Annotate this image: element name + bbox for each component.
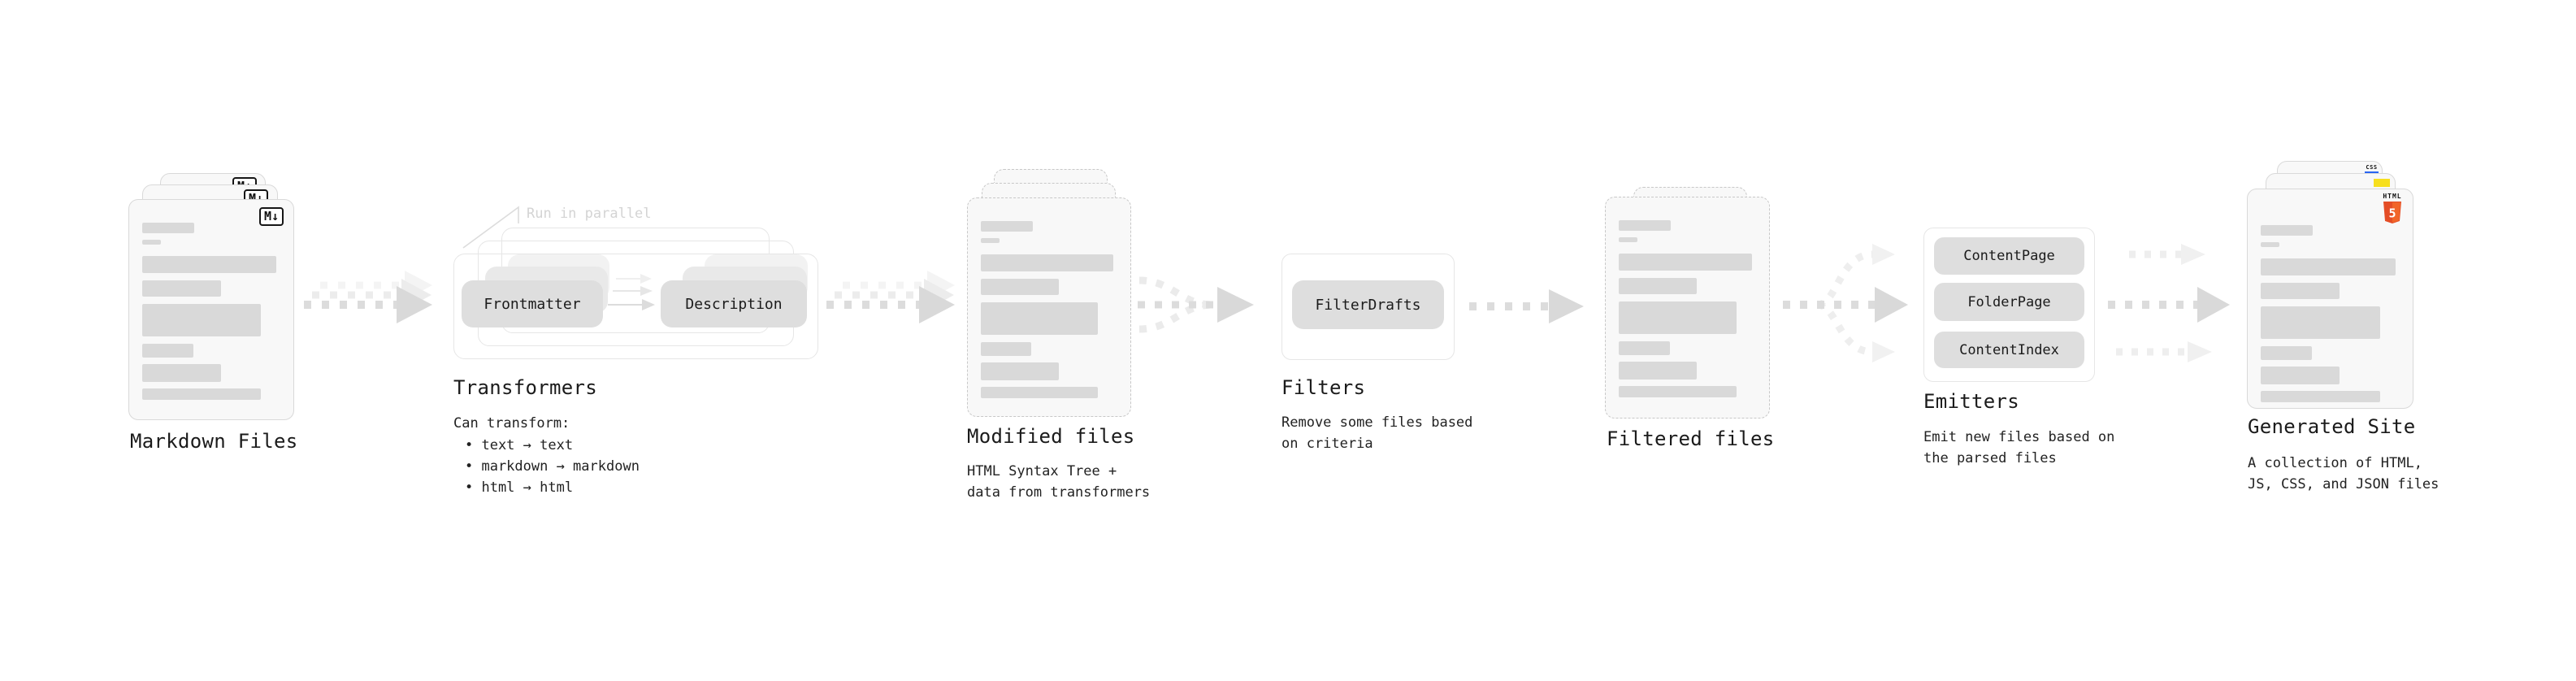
filters-box (1281, 254, 1455, 360)
stage-emitters: ContentPage FolderPage ContentIndex (1923, 228, 2095, 382)
stage-transformers: Run in parallel Frontmatter Description (453, 189, 827, 363)
text-placeholder-bar (2261, 391, 2381, 402)
text-placeholder-bar (981, 387, 1099, 398)
filterdrafts-pill: FilterDrafts (1292, 280, 1444, 329)
markdown-files-label: Markdown Files (130, 430, 298, 453)
run-in-parallel-note: Run in parallel (527, 206, 652, 222)
transformers-label: Transformers (453, 376, 597, 399)
flow-arrow-icon (1469, 289, 1584, 323)
bullet-item: • text → text (465, 437, 574, 453)
modified-files-label: Modified files (967, 425, 1135, 448)
file-content-placeholder (981, 221, 1117, 398)
text-placeholder-bar (981, 279, 1059, 295)
text-placeholder-bar (142, 388, 262, 400)
contentpage-pill: ContentPage (1934, 237, 2084, 275)
file-card-front: M↓ (128, 199, 294, 420)
text-placeholder-bar (2261, 225, 2313, 236)
text-placeholder-bar (1619, 220, 1671, 231)
html5-icon-text: HTML (2383, 193, 2402, 200)
bullet-item: • markdown → markdown (465, 458, 640, 475)
text-placeholder-bar (2261, 367, 2340, 384)
html5-icon-five: 5 (2388, 206, 2396, 220)
transform-arrows-icon (608, 274, 655, 310)
filters-label: Filters (1281, 376, 1366, 399)
text-placeholder-bar (142, 240, 161, 245)
markdown-icon: M↓ (258, 207, 284, 226)
folderpage-pill: FolderPage (1934, 283, 2084, 321)
text-placeholder-bar (142, 223, 194, 233)
file-content-placeholder (142, 223, 280, 400)
text-placeholder-bar (981, 342, 1032, 356)
flow-arrow-layered-icon (826, 271, 955, 323)
description-pill: Description (661, 280, 807, 327)
frontmatter-pill: Frontmatter (462, 280, 603, 327)
text-placeholder-bar (1619, 386, 1737, 397)
text-placeholder-bar (142, 256, 276, 273)
text-placeholder-bar (2261, 306, 2381, 339)
text-placeholder-bar (1619, 301, 1737, 334)
generated-site-label: Generated Site (2248, 415, 2416, 438)
css-icon-text: CSS (2366, 164, 2378, 171)
flow-arrows-parallel-icon (2108, 244, 2230, 362)
text-placeholder-bar (981, 238, 1000, 243)
generated-site-desc: A collection of HTML, JS, CSS, and JSON … (2248, 455, 2439, 492)
file-content-placeholder (2261, 225, 2400, 402)
filtered-files-label: Filtered files (1607, 427, 1775, 450)
text-placeholder-bar (1619, 254, 1752, 271)
transformers-bullet-list: • text → text • markdown → markdown • ht… (465, 435, 640, 498)
flow-arrow-converge-icon (1138, 276, 1254, 333)
file-card-front (967, 197, 1131, 417)
text-placeholder-bar (981, 302, 1099, 335)
annotation-leader-line-icon (462, 206, 519, 249)
file-card-front (1605, 197, 1770, 419)
emitters-label: Emitters (1923, 390, 2019, 413)
text-placeholder-bar (981, 221, 1033, 232)
text-placeholder-bar (142, 280, 221, 297)
file-card-front: HTML 5 (2247, 189, 2413, 409)
html5-icon: HTML 5 (2382, 193, 2403, 223)
stage-filtered-files (1605, 185, 1776, 425)
text-placeholder-bar (2261, 258, 2396, 275)
filters-desc: Remove some files based on criteria (1281, 414, 1473, 452)
flow-arrow-diverge-icon (1783, 244, 1908, 362)
stage-filters: FilterDrafts (1281, 254, 1455, 360)
emitters-desc: Emit new files based on the parsed files (1923, 429, 2115, 466)
stage-generated-site: CSS HTML 5 (2247, 159, 2418, 415)
text-placeholder-bar (142, 344, 193, 358)
contentindex-pill: ContentIndex (1934, 332, 2084, 368)
text-placeholder-bar (981, 362, 1059, 380)
modified-files-desc: HTML Syntax Tree + data from transformer… (967, 463, 1151, 501)
stage-markdown-files: M↓ M↓ M↓ (128, 159, 299, 427)
transformer-box-front (453, 254, 818, 359)
text-placeholder-bar (2261, 242, 2279, 247)
text-placeholder-bar (1619, 362, 1698, 380)
text-placeholder-bar (142, 304, 262, 336)
emitters-box (1923, 228, 2095, 382)
flow-arrow-layered-icon (304, 271, 432, 323)
text-placeholder-bar (2261, 283, 2340, 299)
file-content-placeholder (1619, 220, 1756, 397)
bullet-item: • html → html (465, 479, 574, 496)
html5-shield-icon: 5 (2383, 201, 2401, 223)
stage-modified-files (967, 167, 1138, 427)
transformers-desc-title: Can transform: (453, 415, 570, 432)
text-placeholder-bar (1619, 341, 1670, 355)
js-icon (2374, 179, 2390, 187)
text-placeholder-bar (1619, 237, 1637, 242)
css-icon-underline (2365, 171, 2379, 174)
text-placeholder-bar (981, 254, 1113, 271)
text-placeholder-bar (1619, 278, 1698, 294)
text-placeholder-bar (2261, 346, 2313, 360)
css-icon: CSS (2365, 165, 2379, 174)
text-placeholder-bar (142, 364, 221, 382)
